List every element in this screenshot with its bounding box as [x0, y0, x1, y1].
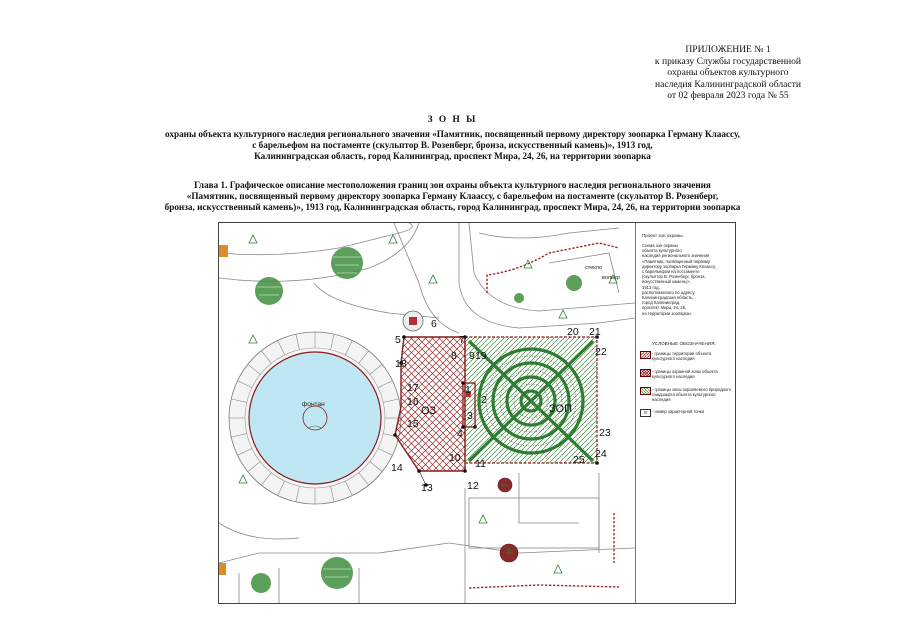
plaza-segment [261, 350, 272, 364]
boundary-path-bottom [468, 584, 620, 589]
plaza-segment [358, 472, 369, 486]
subtitle-line: Калининградская область, город Калинингр… [254, 151, 651, 162]
legend-item-territory: - границы территории объекта культурного… [640, 351, 734, 371]
legend-text: - границы территории объекта культурного… [652, 351, 712, 362]
point-13: 13 [421, 482, 433, 494]
streets [219, 223, 635, 603]
document-title: З О Н Ы [427, 115, 478, 125]
plaza-segment [247, 461, 261, 472]
tree-clusters-texture [257, 256, 361, 578]
boundary-path-top [486, 242, 620, 293]
point-24: 24 [595, 448, 607, 460]
garden-pattern [467, 339, 595, 463]
legend-swatch [640, 387, 651, 395]
point-3: 3 [467, 410, 473, 422]
plaza-segment [383, 398, 399, 403]
zone-oz-label: ОЗ [421, 405, 437, 417]
plaza-segment [247, 364, 261, 375]
point-20: 20 [567, 326, 579, 338]
point-16: 16 [407, 396, 419, 408]
point-14: 14 [391, 462, 403, 474]
point-25: 25 [573, 454, 585, 466]
plaza-segment [330, 334, 335, 350]
fountain-water [248, 351, 382, 485]
legend-point-sample: 8 [640, 409, 651, 417]
appendix-line: от 02 февраля 2023 года № 55 [667, 90, 789, 102]
point-2: 2 [481, 394, 487, 406]
point-11: 11 [475, 458, 486, 470]
point-22: 22 [595, 346, 607, 358]
plaza-segment [345, 480, 353, 496]
legend-swatch [640, 369, 651, 377]
legend-text: - номер характерной точки [652, 409, 704, 414]
appendix-line: ПРИЛОЖЕНИЕ № 1 [685, 44, 771, 55]
point-12: 12 [467, 480, 479, 492]
building-orange-bottom [219, 563, 226, 575]
point-1: 1 [465, 384, 471, 396]
plaza-segment [277, 340, 285, 356]
point-5: 5 [395, 334, 401, 346]
legend-item-point-number: 8 - номер характерной точки [640, 409, 734, 429]
point-10: 10 [449, 452, 461, 464]
legend-text: - границы охранной зоны объекта культурн… [652, 369, 718, 380]
plaza-segment [358, 350, 369, 364]
subtitle-line: охраны объекта культурного наследия реги… [165, 129, 740, 139]
point-18: 18 [395, 358, 407, 370]
document-subtitle: охраны объекта культурного наследия реги… [0, 129, 905, 163]
appendix-line: охраны объектов культурного [667, 67, 789, 79]
chapter-line: Глава 1. Графическое описание местополож… [194, 180, 711, 190]
zone-map: фонтан ОЗ ЗОП стекло вольер 1 2 3 4 5 6 … [218, 222, 736, 604]
tree-clusters [251, 247, 582, 593]
legend-text: - границы зоны охраняемого природного ла… [652, 387, 732, 403]
boulder-label: вольер [602, 275, 620, 281]
map-legend: Проект зон охраны. Схема зон охраны объе… [635, 223, 735, 603]
plaza-segment [369, 461, 383, 472]
glass-label: стекло [585, 265, 603, 271]
point-23: 23 [599, 427, 611, 439]
point-19: 19 [475, 350, 487, 362]
point-9: 9 [469, 350, 475, 362]
plaza-segment [237, 448, 253, 456]
point-21: 21 [589, 326, 601, 338]
point-7: 7 [459, 334, 465, 346]
appendix-block: ПРИЛОЖЕНИЕ № 1 к приказу Службы государс… [613, 44, 843, 102]
building-orange [219, 245, 228, 257]
point-4: 4 [457, 428, 463, 440]
legend-description: Схема зон охраны объекта культурного нас… [642, 243, 716, 316]
fountain-label: фонтан [302, 401, 325, 408]
map-drawing [219, 223, 635, 603]
plaza-segment [377, 380, 393, 388]
legend-item-protection-zone: - границы охранной зоны объекта культурн… [640, 369, 734, 389]
object-territory [462, 382, 476, 428]
plaza-segment [237, 380, 253, 388]
fountain-plaza [228, 331, 402, 505]
plaza-segment [295, 334, 300, 350]
tree-symbols [238, 234, 618, 574]
zone-zop-label: ЗОП [549, 403, 572, 415]
legend-item-landscape-zone: - границы зоны охраняемого природного ла… [640, 387, 734, 407]
subtitle-line: с барельефом на постаменте (скульптор В.… [252, 140, 653, 151]
plaza-segment [369, 364, 383, 375]
plaza-segment [330, 486, 335, 502]
appendix-line: наследия Калининградской области [654, 78, 802, 90]
plaza-segment [345, 340, 353, 356]
plaza-segment [277, 480, 285, 496]
monument-marker [409, 317, 417, 325]
plaza-segment [377, 448, 393, 456]
plaza-segment [231, 433, 247, 438]
legend-heading: УСЛОВНЫЕ ОБОЗНАЧЕНИЯ: [652, 341, 716, 346]
chapter-heading: Глава 1. Графическое описание местополож… [0, 180, 905, 214]
plaza-segment [261, 472, 272, 486]
point-17: 17 [407, 382, 419, 394]
chapter-line: «Памятник, посвященный первому директору… [186, 191, 719, 202]
point-15: 15 [407, 418, 419, 430]
legend-title: Проект зон охраны. [642, 233, 684, 238]
point-8: 8 [451, 350, 457, 362]
plaza-segment [295, 486, 300, 502]
plaza-segment [231, 398, 247, 403]
chapter-line: бронза, искусственный камень)», 1913 год… [164, 202, 741, 213]
appendix-line: к приказу Службы государственной [654, 55, 802, 67]
legend-swatch [640, 351, 651, 359]
point-6: 6 [431, 318, 437, 330]
